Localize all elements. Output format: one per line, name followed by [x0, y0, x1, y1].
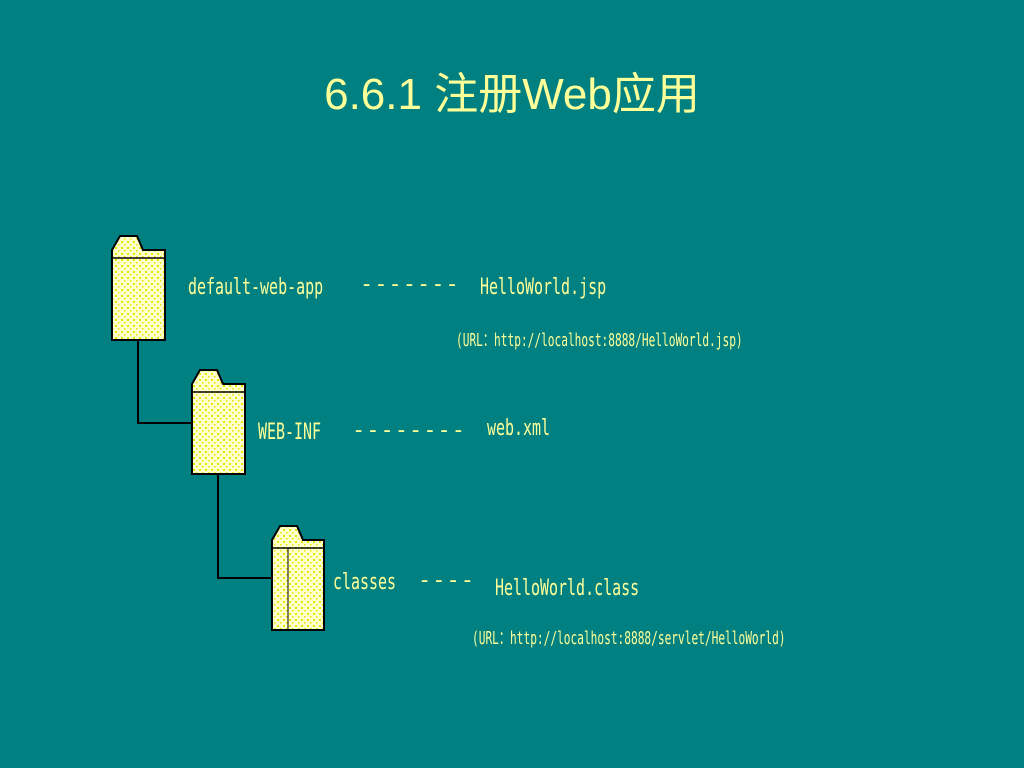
- file-label-helloworld-class: HelloWorld.class: [495, 576, 640, 601]
- slide-title: 6.6.1 注册Web应用: [324, 70, 700, 119]
- url-label-helloworld-class: (URL：http://localhost:8888/servlet/Hello…: [472, 628, 786, 649]
- tree-connector-webinf-to-classes: [217, 474, 273, 579]
- file-label-web-xml: web.xml: [487, 416, 551, 441]
- url-label-helloworld-jsp: (URL：http://localhost:8888/HelloWorld.js…: [456, 330, 743, 351]
- connector-dashes-classes: ----: [418, 568, 475, 593]
- folder-icon-classes: [271, 525, 325, 631]
- folder-icon-web-inf: [191, 369, 246, 475]
- folder-icon-default-web-app: [111, 235, 166, 341]
- folder-label-default-web-app: default-web-app: [188, 275, 324, 300]
- folder-label-web-inf: WEB-INF: [258, 420, 322, 445]
- tree-connector-root-to-webinf: [137, 340, 193, 424]
- file-label-helloworld-jsp: HelloWorld.jsp: [480, 275, 607, 300]
- connector-dashes-webinf: --------: [352, 418, 466, 443]
- connector-dashes-root: -------: [360, 272, 460, 297]
- folder-label-classes: classes: [333, 570, 397, 595]
